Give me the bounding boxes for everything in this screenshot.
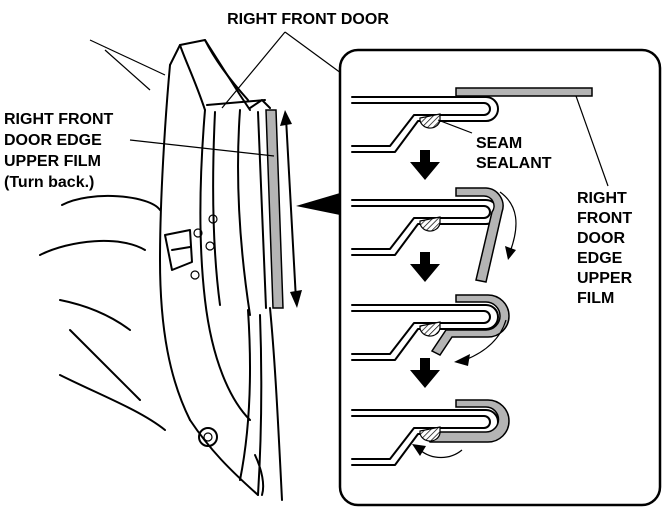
sealant-3 [419, 321, 441, 337]
label-sealant: SEALANT [476, 155, 552, 172]
step-4-film-wrapped-complete [351, 399, 510, 466]
step-1-film-flat [351, 87, 593, 153]
step-3-film-wrapping-under [351, 294, 510, 366]
svg-text:RIGHT FRONT: RIGHT FRONT [4, 111, 114, 128]
sealant-4 [419, 426, 441, 442]
leader-right-film [575, 95, 609, 187]
film-strip-2 [455, 187, 504, 283]
label-right-front-door: RIGHT FRONT DOOR [227, 11, 389, 28]
label-left-film: RIGHT FRONT DOOR EDGE UPPER FILM (Turn b… [4, 111, 114, 191]
leader-left-film [129, 139, 275, 157]
svg-text:UPPER FILM: UPPER FILM [4, 153, 101, 170]
leader-sealant [437, 119, 473, 134]
svg-text:DOOR: DOOR [577, 230, 625, 247]
callout-pointer [296, 193, 340, 215]
step-arrow-1 [410, 150, 440, 180]
svg-text:FRONT: FRONT [577, 210, 632, 227]
leader-door-left [221, 31, 286, 109]
svg-text:UPPER: UPPER [577, 270, 633, 287]
step-arrow-3 [410, 358, 440, 388]
film-strip-1 [455, 87, 593, 97]
step-arrow-2 [410, 252, 440, 282]
svg-text:RIGHT: RIGHT [577, 190, 627, 207]
svg-text:EDGE: EDGE [577, 250, 623, 267]
door-illustration [39, 39, 340, 501]
film-strip-3 [430, 294, 510, 356]
svg-text:FILM: FILM [577, 290, 614, 307]
sealant-1 [419, 113, 441, 129]
sealant-2 [419, 216, 441, 232]
svg-text:(Turn back.): (Turn back.) [4, 174, 94, 191]
label-right-film: RIGHT FRONT DOOR EDGE UPPER FILM [577, 190, 633, 307]
step-2-film-folding-down [351, 187, 517, 283]
label-seam: SEAM [476, 135, 522, 152]
svg-text:DOOR EDGE: DOOR EDGE [4, 132, 102, 149]
